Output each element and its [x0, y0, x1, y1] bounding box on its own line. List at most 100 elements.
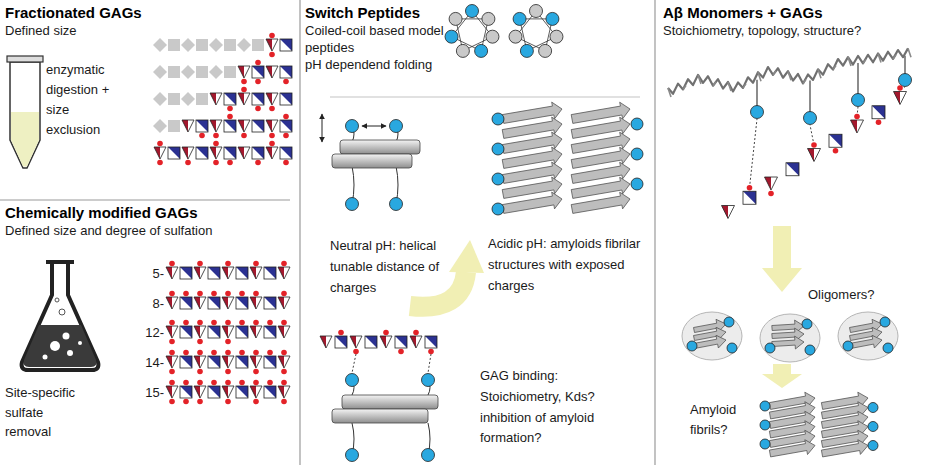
glucosamine-symbol — [208, 386, 220, 398]
uronic-acid-symbol — [210, 147, 222, 159]
panel-subtitle: Stoichiometry, topology, structure? — [663, 23, 913, 40]
sulfate-dot — [281, 380, 287, 386]
uronic-acid-symbol — [166, 326, 178, 338]
sulfate-dot — [169, 261, 175, 267]
glucosamine-symbol — [252, 93, 264, 105]
residue-circle — [466, 5, 479, 18]
sulfate-dot — [169, 320, 175, 326]
uronic-acid-symbol — [166, 326, 178, 338]
sulfate-dot — [283, 79, 289, 85]
undigested-unit — [153, 92, 167, 106]
sulfate-dot — [281, 320, 287, 326]
side-chain-stick — [878, 53, 881, 62]
panel-title: Chemically modified GAGs — [5, 204, 285, 223]
glucosamine-symbol — [208, 386, 220, 398]
charged-residue — [760, 420, 770, 430]
sulfate-dot — [225, 380, 231, 386]
undigested-unit — [196, 39, 208, 51]
uronic-acid-symbol — [222, 386, 234, 398]
sulfate-dot — [183, 291, 189, 297]
charged-residue — [492, 173, 504, 185]
uronic-acid-symbol — [238, 66, 250, 78]
beta-strand — [772, 336, 804, 349]
glucosamine-symbol — [264, 326, 276, 338]
tube-rim — [7, 56, 43, 62]
sulfate-dot — [183, 399, 189, 405]
sulfate-dot — [267, 320, 273, 326]
glucosamine-symbol — [872, 106, 885, 119]
glucosamine-symbol — [395, 336, 407, 348]
side-chain-stick — [728, 82, 731, 91]
side-chain-stick — [863, 59, 866, 63]
uronic-acid-symbol — [210, 147, 222, 159]
charged-residue — [492, 203, 504, 215]
panel-divider — [0, 199, 290, 200]
uronic-acid-symbol — [894, 92, 907, 105]
glucosamine-symbol — [224, 93, 236, 105]
residue-circle — [546, 12, 559, 25]
panel-divider — [299, 0, 300, 465]
sulfate-dot — [157, 160, 163, 166]
glucosamine-symbol — [872, 106, 885, 119]
glucosamine-symbol — [236, 267, 248, 279]
glucosamine-symbol — [252, 120, 264, 132]
uronic-acid-symbol — [166, 267, 178, 279]
bubble — [59, 309, 65, 315]
undigested-unit — [196, 93, 208, 105]
glucosamine-symbol — [872, 106, 885, 119]
glucosamine-symbol — [208, 297, 220, 309]
sulfate-dot — [253, 291, 259, 297]
side-chain-stick — [773, 71, 776, 75]
glucosamine-symbol — [180, 356, 192, 368]
sulfate-dot — [169, 291, 175, 297]
sulfate-dot — [255, 60, 261, 66]
uronic-acid-symbol — [250, 267, 262, 279]
sulfate-count: 15- — [128, 383, 164, 403]
charged-residue — [868, 403, 878, 413]
uronic-acid-symbol — [350, 336, 362, 348]
uronic-acid-symbol — [278, 297, 290, 309]
residue-circle — [449, 12, 462, 25]
sulfate-dot — [833, 148, 839, 154]
glucosamine-symbol — [208, 356, 220, 368]
undigested-unit — [153, 38, 167, 52]
glucosamine-symbol — [786, 163, 799, 176]
uronic-acid-symbol — [266, 66, 278, 78]
sulfate-dot — [897, 85, 903, 91]
charged-residue — [687, 341, 697, 351]
charged-residue — [346, 449, 359, 462]
stage-label: Amyloid fibrils? — [690, 400, 756, 439]
charged-residue — [804, 112, 817, 125]
uronic-acid-symbol — [266, 120, 278, 132]
beta-strand — [502, 192, 562, 213]
uronic-acid-symbol — [194, 267, 206, 279]
glucosamine-symbol — [252, 66, 264, 78]
glucosamine-symbol — [264, 267, 276, 279]
glucosamine-symbol — [280, 39, 292, 51]
sulfate-dot — [768, 191, 774, 197]
side-chain-stick — [788, 71, 791, 80]
charged-residue — [631, 148, 643, 160]
undigested-unit — [168, 120, 180, 132]
glucosamine-symbol — [180, 297, 192, 309]
sulfate-dot — [169, 380, 175, 386]
sulfate-dot — [197, 369, 203, 375]
distance-arrow — [362, 126, 386, 127]
uronic-acid-symbol — [194, 386, 206, 398]
uronic-acid-symbol — [238, 93, 250, 105]
glucosamine-symbol — [252, 120, 264, 132]
sulfate-dot — [197, 261, 203, 267]
uronic-acid-symbol — [210, 93, 222, 105]
uronic-acid-symbol — [166, 267, 178, 279]
glucosamine-symbol — [829, 134, 842, 147]
beta-strand — [850, 335, 883, 348]
undigested-unit — [209, 65, 223, 79]
helix-rod — [342, 395, 438, 409]
side-chain-stick — [743, 84, 746, 88]
uronic-acid-symbol — [722, 206, 735, 219]
glucosamine-symbol — [264, 267, 276, 279]
glucosamine-symbol — [236, 297, 248, 309]
sulfate-dot — [197, 339, 203, 345]
helical-wheel — [509, 5, 563, 58]
residue-circle — [475, 44, 488, 57]
